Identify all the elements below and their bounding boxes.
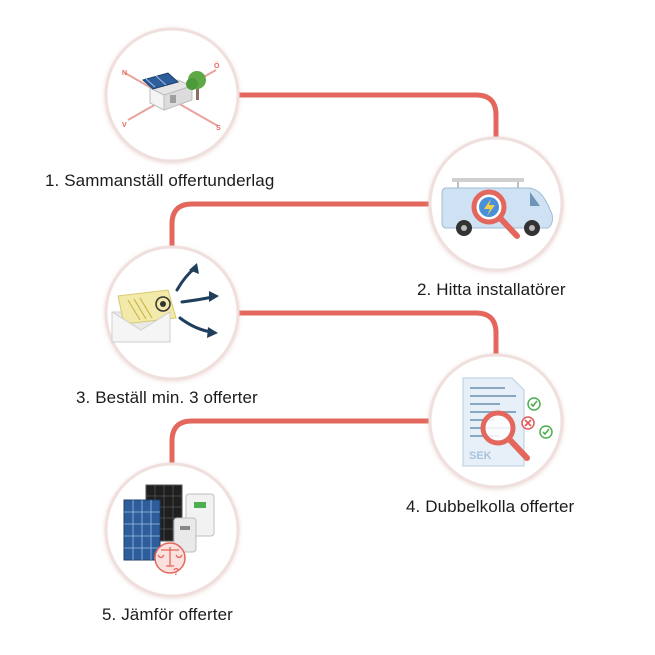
step-5-circle: ? xyxy=(104,462,240,598)
compass-north-label: N xyxy=(122,70,127,77)
document-currency-text: SEK xyxy=(469,450,492,462)
connector-3-4 xyxy=(235,310,499,363)
compass-south-label: S xyxy=(216,125,221,132)
step-2-label: 2. Hitta installatörer xyxy=(417,280,566,299)
document-check-icon: SEK xyxy=(462,377,553,467)
step-1-circle: N Ö S V xyxy=(104,27,240,163)
connector-1-2 xyxy=(235,92,499,145)
scale-question-mark: ? xyxy=(173,567,179,578)
van-magnifier-icon xyxy=(441,178,553,239)
connector-2-3 xyxy=(169,201,437,253)
step-5-label: 5. Jämför offerter xyxy=(102,605,233,624)
house-compass-icon: N Ö S V xyxy=(122,61,221,132)
compass-east-label: Ö xyxy=(214,61,220,70)
solar-panels-scale-icon: ? xyxy=(123,484,215,578)
step-3-circle xyxy=(104,245,240,381)
envelope-send-icon xyxy=(111,263,219,343)
compass-west-label: V xyxy=(122,122,127,129)
step-4-circle: SEK xyxy=(428,353,564,489)
connector-4-5 xyxy=(169,418,437,470)
connectors xyxy=(169,92,499,470)
step-4-label: 4. Dubbelkolla offerter xyxy=(406,497,575,516)
step-3-label: 3. Beställ min. 3 offerter xyxy=(76,388,258,407)
step-1-label: 1. Sammanställ offertunderlag xyxy=(45,171,275,190)
step-2-circle xyxy=(428,136,564,272)
